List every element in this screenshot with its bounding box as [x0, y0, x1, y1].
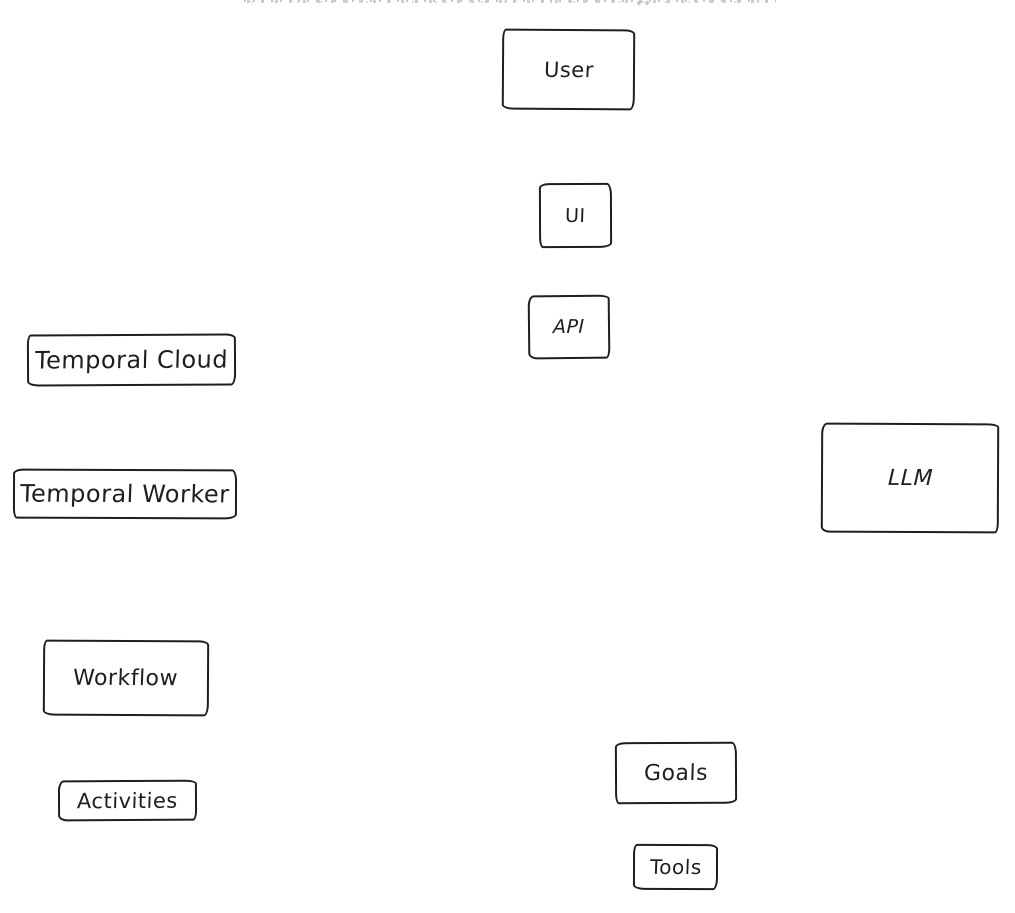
node-activities[interactable]: Activities [57, 779, 198, 822]
node-llm-label: LLM [887, 465, 933, 491]
node-api[interactable]: API [527, 294, 611, 360]
node-api-label: API [552, 315, 586, 339]
node-tools-label: Tools [649, 854, 702, 880]
node-activities-label: Activities [76, 788, 179, 813]
node-temporal-worker-label: Temporal Worker [19, 479, 231, 509]
node-user[interactable]: User [501, 28, 636, 111]
node-ui-label: UI [564, 204, 587, 227]
clipped-title-text-fragments [244, 0, 776, 6]
node-ui[interactable]: UI [538, 182, 613, 249]
node-goals[interactable]: Goals [614, 741, 738, 805]
node-temporal-cloud-label: Temporal Cloud [34, 345, 229, 375]
node-workflow-label: Workflow [72, 665, 180, 691]
node-tools[interactable]: Tools [632, 843, 719, 891]
clipped-text-descender [636, 1, 652, 6]
node-llm[interactable]: LLM [820, 422, 1000, 534]
node-workflow[interactable]: Workflow [42, 639, 210, 717]
node-temporal-worker[interactable]: Temporal Worker [12, 468, 238, 520]
node-user-label: User [543, 57, 594, 82]
node-goals-label: Goals [643, 760, 709, 786]
node-temporal-cloud[interactable]: Temporal Cloud [26, 333, 237, 387]
